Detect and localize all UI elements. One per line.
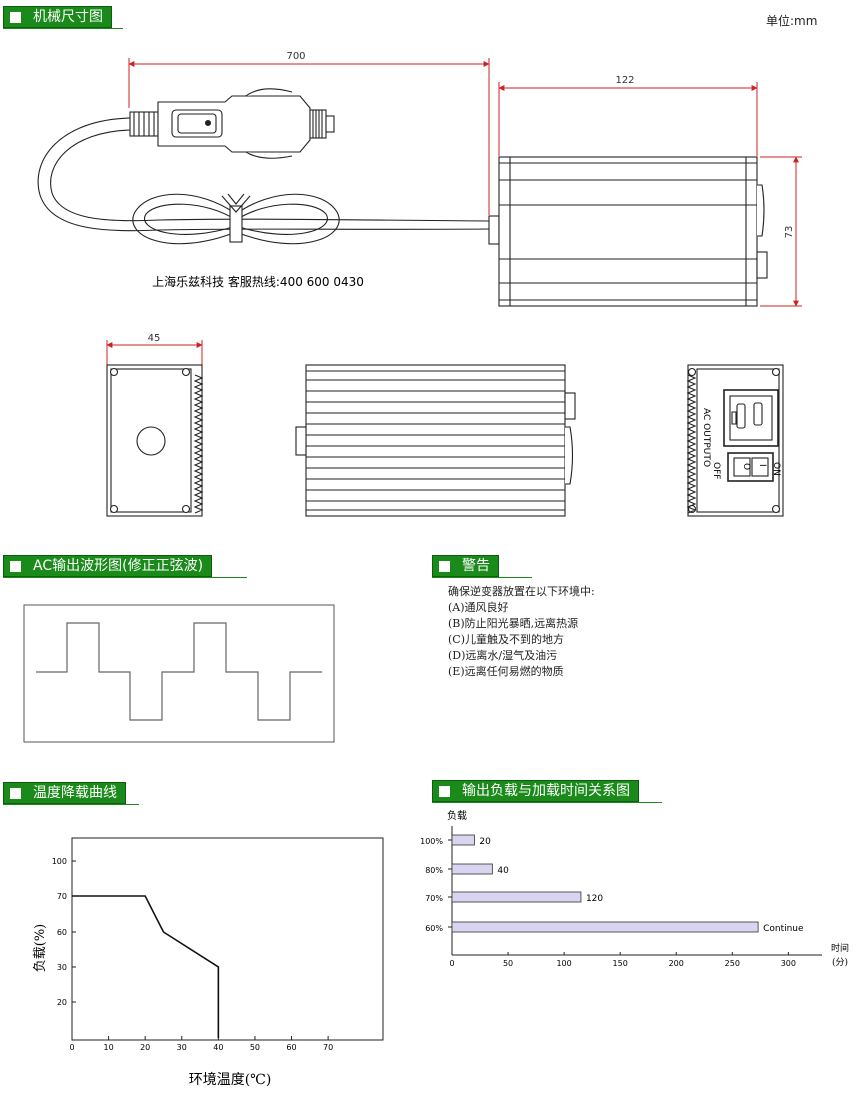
bar	[451, 891, 582, 903]
x-tick-label: 0	[69, 1043, 74, 1052]
square-icon	[439, 785, 450, 797]
y-axis-title: 负载	[447, 809, 467, 822]
waveform-trace	[36, 622, 322, 721]
x-tick-label: 50	[250, 1043, 260, 1052]
category-label: 70%	[425, 894, 443, 903]
unit-label: 单位:mm	[766, 14, 818, 28]
category-label: 80%	[425, 866, 443, 875]
warning-intro: 确保逆变器放置在以下环境中:	[448, 585, 595, 598]
x-tick-label: 50	[503, 959, 513, 968]
x-tick-label: 40	[213, 1043, 223, 1052]
x-tick-label: 300	[781, 959, 796, 968]
switch-off-mark: O	[701, 460, 711, 467]
header-underline	[3, 804, 139, 805]
x-tick-label: 10	[103, 1043, 113, 1052]
inverter-front-view	[106, 364, 204, 517]
warning-list: 确保逆变器放置在以下环境中: (A)通风良好 (B)防止阳光暴晒,远离热源 (C…	[448, 584, 595, 680]
section-header-load-time: 输出负载与加载时间关系图	[432, 780, 639, 802]
plot-frame	[71, 837, 384, 1041]
y-tick-label: 100	[52, 857, 67, 866]
x-tick-label: 20	[140, 1043, 150, 1052]
bar	[451, 921, 759, 933]
bar-value-label: 40	[497, 866, 509, 876]
x-tick-label: 250	[725, 959, 740, 968]
car-plug	[129, 88, 335, 159]
y-tick-label: 60	[57, 928, 67, 937]
warning-item: (E)远离任何易燃的物质	[448, 665, 564, 678]
square-icon	[10, 560, 21, 572]
x-axis-title: 环境温度(℃)	[189, 1072, 272, 1088]
section-header-derating: 温度降载曲线	[3, 782, 126, 804]
category-label: 60%	[425, 924, 443, 933]
switch-off-label: OFF	[711, 462, 721, 479]
x-tick-label: 100	[556, 959, 571, 968]
section-title: AC输出波形图(修正正弦波)	[33, 558, 204, 574]
section-title: 输出负载与加载时间关系图	[462, 783, 630, 799]
switch-on-label: ON	[771, 462, 781, 476]
x-tick-label: 200	[669, 959, 684, 968]
company-hotline: 上海乐兹科技 客服热线:400 600 0430	[152, 274, 364, 289]
mechanical-drawing: 700 122 73 45 上海乐兹科技 客服热线:400 600 0430	[37, 51, 802, 517]
bar-value-label: Continue	[763, 924, 804, 934]
section-header-warning: 警告	[432, 555, 499, 577]
header-underline	[3, 28, 123, 29]
square-icon	[10, 11, 21, 23]
y-tick-label: 20	[57, 998, 67, 1007]
waveform-frame	[23, 604, 335, 743]
dimension-label-cable: 700	[286, 51, 305, 62]
warning-item: (B)防止阳光暴晒,远离热源	[448, 617, 579, 630]
header-underline	[432, 577, 532, 578]
x-tick-label: 150	[613, 959, 628, 968]
section-title: 警告	[462, 558, 490, 574]
square-icon	[10, 787, 21, 799]
section-header-waveform: AC输出波形图(修正正弦波)	[3, 555, 213, 577]
x-tick-label: 60	[286, 1043, 296, 1052]
dimension-label-width: 45	[148, 333, 161, 344]
warning-item: (C)儿童触及不到的地方	[448, 633, 564, 646]
x-axis-title-unit: (分)	[832, 957, 848, 968]
header-underline	[3, 577, 247, 578]
bar-value-label: 20	[479, 837, 491, 847]
inverter-side-view	[498, 156, 768, 307]
y-tick-label: 30	[57, 963, 67, 972]
x-axis-title: 时间	[831, 942, 849, 954]
ac-output-label: AC OUTPUT	[701, 408, 711, 460]
category-label: 100%	[420, 837, 443, 846]
switch-off-mark-o: O	[741, 463, 751, 470]
bar-value-label: 120	[586, 894, 603, 904]
warning-item: (A)通风良好	[448, 601, 509, 614]
x-tick-label: 70	[323, 1043, 333, 1052]
y-axis-title: 负载(%)	[33, 924, 48, 973]
header-underline	[432, 802, 662, 803]
inverter-top-view	[295, 364, 576, 517]
x-tick-label: 30	[177, 1043, 187, 1052]
dimension-label-height: 73	[784, 226, 795, 239]
inverter-panel-view	[686, 364, 784, 517]
dimension-label-length: 122	[615, 75, 634, 86]
section-header-mechanical: 机械尺寸图	[3, 6, 112, 28]
y-tick-label: 70	[57, 892, 67, 901]
switch-on-mark-i: I	[757, 464, 767, 467]
dimension-lines	[106, 58, 802, 372]
section-title: 温度降载曲线	[33, 785, 117, 801]
square-icon	[439, 560, 450, 572]
section-title: 机械尺寸图	[33, 9, 103, 25]
bar	[451, 834, 475, 846]
derating-line	[72, 895, 220, 1038]
x-tick-label: 0	[449, 959, 454, 968]
warning-item: (D)远离水/湿气及油污	[448, 649, 558, 662]
bar	[451, 863, 493, 875]
